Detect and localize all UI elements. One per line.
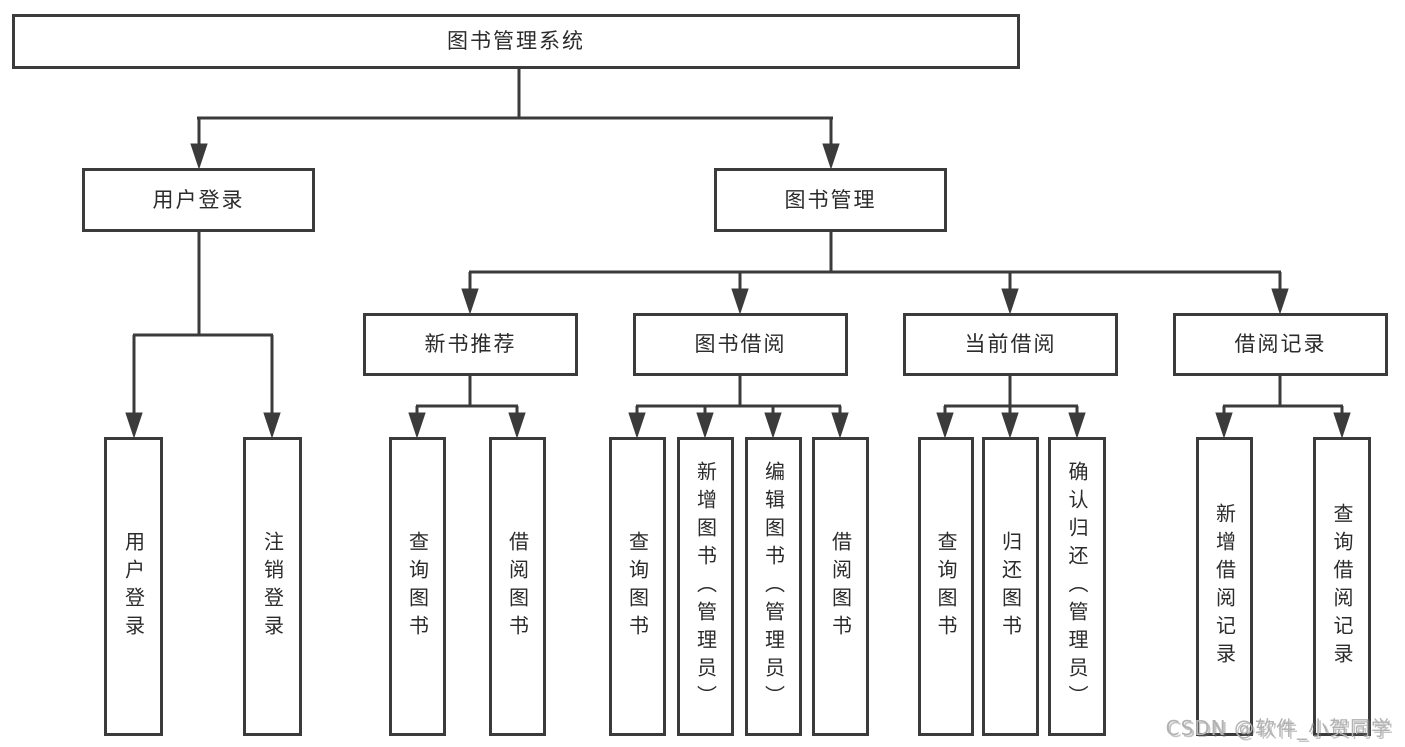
node-label: 新增图书（管理员） (693, 460, 718, 713)
leaf-query-books-3: 查询图书 (918, 437, 974, 736)
edges-new-book-to-leaves (408, 376, 526, 439)
node-label: 新书推荐 (424, 332, 517, 356)
edges-book-borrowing-to-leaves (628, 376, 849, 439)
arrowhead (1333, 412, 1351, 439)
node-label: 注销登录 (260, 530, 285, 643)
leaf-user-login: 用户登录 (104, 437, 163, 736)
arrowhead (263, 412, 281, 439)
node-label: 编辑图书（管理员） (761, 460, 786, 713)
leaf-confirm-return-admin: 确认归还（管理员） (1048, 437, 1106, 736)
node-label: 确认归还（管理员） (1065, 460, 1089, 713)
node-label: 图书借阅 (694, 332, 787, 356)
arrowhead (764, 412, 782, 439)
node-label: 用户登录 (121, 530, 146, 643)
leaf-borrow-books-1: 借阅图书 (489, 437, 546, 736)
node-label: 归还图书 (998, 530, 1023, 643)
arrowhead (696, 412, 714, 439)
leaf-add-borrow-record: 新增借阅记录 (1196, 437, 1253, 736)
arrowhead (628, 412, 646, 439)
arrowhead (1271, 288, 1289, 315)
node-label: 当前借阅 (964, 332, 1057, 356)
node-label: 借阅图书 (828, 530, 853, 643)
edges-book-management-to-level3 (461, 232, 1289, 315)
edges-root-to-level2 (190, 69, 840, 170)
arrowhead (1215, 412, 1233, 439)
arrowhead (408, 412, 426, 439)
arrowhead (1001, 412, 1019, 439)
node-label: 查询图书 (625, 530, 650, 643)
node-label: 查询借阅记录 (1330, 502, 1354, 671)
node-label: 查询图书 (934, 530, 958, 643)
node-current-borrowing: 当前借阅 (903, 313, 1118, 376)
arrowhead (125, 412, 143, 439)
node-label: 新增借阅记录 (1212, 502, 1237, 671)
arrowhead (831, 412, 849, 439)
leaf-return-books: 归还图书 (982, 437, 1039, 736)
arrowhead (1068, 412, 1086, 439)
node-label: 图书管理系统 (447, 29, 585, 53)
node-label: 图书管理 (784, 187, 877, 212)
node-borrowing-records: 借阅记录 (1173, 313, 1388, 376)
arrowhead (936, 412, 954, 439)
node-library-system: 图书管理系统 (12, 14, 1020, 69)
node-book-borrowing: 图书借阅 (633, 313, 848, 376)
node-user-login: 用户登录 (82, 168, 315, 232)
arrowhead (190, 143, 208, 170)
arrowhead (822, 143, 840, 170)
node-new-book-recommendation: 新书推荐 (363, 313, 578, 376)
node-label: 查询图书 (405, 530, 430, 643)
leaf-query-books-1: 查询图书 (389, 437, 446, 736)
leaf-query-borrow-record: 查询借阅记录 (1313, 437, 1371, 736)
leaf-add-book-admin: 新增图书（管理员） (677, 437, 734, 736)
node-label: 借阅记录 (1234, 332, 1327, 356)
arrowhead (508, 412, 526, 439)
edges-user-login-to-leaves (125, 232, 281, 439)
edges-current-borrowing-to-leaves (936, 376, 1086, 439)
edges-borrow-records-to-leaves (1215, 376, 1351, 439)
leaf-query-books-2: 查询图书 (609, 437, 666, 736)
node-label: 用户登录 (152, 187, 245, 212)
node-book-management: 图书管理 (714, 168, 947, 232)
leaf-edit-book-admin: 编辑图书（管理员） (745, 437, 802, 736)
leaf-borrow-books-2: 借阅图书 (812, 437, 869, 736)
arrowhead (1001, 288, 1019, 315)
arrowhead (461, 288, 479, 315)
leaf-logout: 注销登录 (243, 437, 302, 736)
node-label: 借阅图书 (505, 530, 530, 643)
csdn-watermark: CSDN @软件_小贺同学 (1165, 716, 1392, 740)
arrowhead (731, 288, 749, 315)
